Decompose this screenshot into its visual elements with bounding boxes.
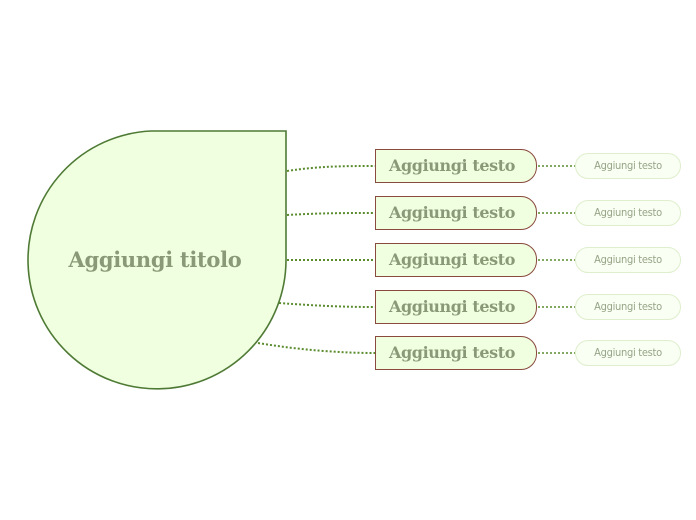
branch-node-4[interactable]: Aggiungi testo — [375, 290, 537, 324]
connector-root-branch-5 — [257, 342, 376, 354]
leaf-node-5[interactable]: Aggiungi testo — [575, 340, 681, 366]
branch-node-1[interactable]: Aggiungi testo — [375, 149, 537, 183]
connector-root-branch-4 — [278, 302, 376, 308]
root-node-shape[interactable] — [27, 130, 287, 390]
leaf-node-4[interactable]: Aggiungi testo — [575, 294, 681, 320]
branch-node-3[interactable]: Aggiungi testo — [375, 243, 537, 277]
branch-node-2[interactable]: Aggiungi testo — [375, 196, 537, 230]
leaf-node-2[interactable]: Aggiungi testo — [575, 200, 681, 226]
root-title[interactable]: Aggiungi titolo — [68, 247, 242, 272]
connector-root-branch-1 — [286, 165, 376, 172]
branch-node-5[interactable]: Aggiungi testo — [375, 336, 537, 370]
leaf-node-1[interactable]: Aggiungi testo — [575, 153, 681, 179]
leaf-node-3[interactable]: Aggiungi testo — [575, 247, 681, 273]
connector-root-branch-2 — [286, 212, 376, 216]
